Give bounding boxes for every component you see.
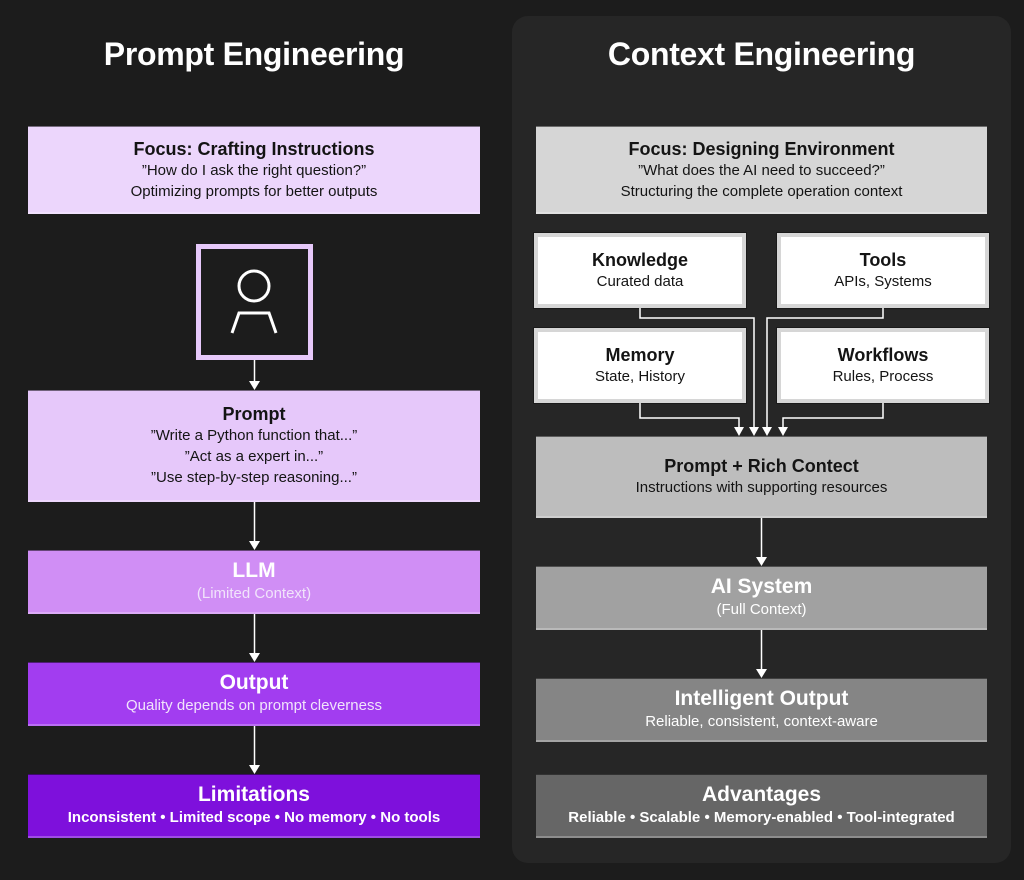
knowledge-box: Knowledge Curated data (533, 232, 747, 309)
knowledge-subtitle: Curated data (596, 273, 684, 290)
focus-question: ”What does the AI need to succeed?” (638, 161, 885, 179)
prompt-rich-subtitle: Instructions with supporting resources (635, 479, 888, 496)
output-box: Output Quality depends on prompt clevern… (28, 662, 480, 726)
focus-title: Focus: Designing Environment (628, 138, 895, 159)
workflows-title: Workflows (837, 345, 929, 365)
focus-description: Optimizing prompts for better outputs (130, 182, 378, 200)
llm-subtitle: (Limited Context) (196, 585, 312, 602)
prompt-rich-context-box: Prompt + Rich Contect Instructions with … (536, 436, 987, 518)
context-engineering-title: Context Engineering (607, 36, 916, 72)
focus-question: ”How do I ask the right question?” (141, 161, 367, 179)
arrowhead (249, 653, 260, 662)
prompt-example: ”Write a Python function that...” (150, 427, 358, 444)
llm-box: LLM (Limited Context) (28, 550, 480, 614)
ai-system-subtitle: (Full Context) (716, 601, 807, 618)
user-icon (230, 269, 278, 334)
prompt-engineering-title: Prompt Engineering (103, 36, 405, 72)
memory-title: Memory (605, 345, 675, 365)
tools-subtitle: APIs, Systems (834, 273, 932, 290)
prompt-box: Prompt ”Write a Python function that...”… (28, 390, 480, 502)
advantages-box: Advantages Reliable • Scalable • Memory-… (536, 774, 987, 838)
ai-system-title: AI System (710, 575, 813, 598)
prompt-example: ”Act as a expert in...” (184, 448, 324, 465)
output-subtitle: Quality depends on prompt cleverness (126, 697, 382, 714)
focus-designing-environment-box: Focus: Designing Environment ”What does … (536, 126, 987, 214)
limitations-list: Inconsistent • Limited scope • No memory… (67, 809, 441, 826)
llm-title: LLM (232, 559, 276, 582)
focus-crafting-instructions-box: Focus: Crafting Instructions ”How do I a… (28, 126, 480, 214)
focus-description: Structuring the complete operation conte… (620, 182, 903, 200)
intelligent-output-subtitle: Reliable, consistent, context-aware (645, 713, 878, 730)
output-title: Output (219, 671, 289, 694)
memory-box: Memory State, History (533, 327, 747, 404)
advantages-list: Reliable • Scalable • Memory-enabled • T… (568, 809, 955, 826)
workflows-subtitle: Rules, Process (832, 368, 934, 385)
focus-title: Focus: Crafting Instructions (133, 138, 375, 159)
prompt-rich-title: Prompt + Rich Contect (664, 456, 859, 476)
tools-box: Tools APIs, Systems (776, 232, 990, 309)
intelligent-output-title: Intelligent Output (674, 687, 849, 710)
arrowhead (249, 381, 260, 390)
user-box (196, 244, 313, 360)
limitations-box: Limitations Inconsistent • Limited scope… (28, 774, 480, 838)
limitations-title: Limitations (197, 783, 310, 806)
memory-subtitle: State, History (594, 368, 686, 385)
advantages-title: Advantages (701, 783, 822, 806)
prompt-example: ”Use step-by-step reasoning...” (151, 469, 357, 486)
arrowhead (249, 541, 260, 550)
intelligent-output-box: Intelligent Output Reliable, consistent,… (536, 678, 987, 742)
workflows-box: Workflows Rules, Process (776, 327, 990, 404)
arrowhead (249, 765, 260, 774)
prompt-title: Prompt (222, 404, 286, 424)
ai-system-box: AI System (Full Context) (536, 566, 987, 630)
knowledge-title: Knowledge (591, 250, 688, 270)
tools-title: Tools (859, 250, 907, 270)
